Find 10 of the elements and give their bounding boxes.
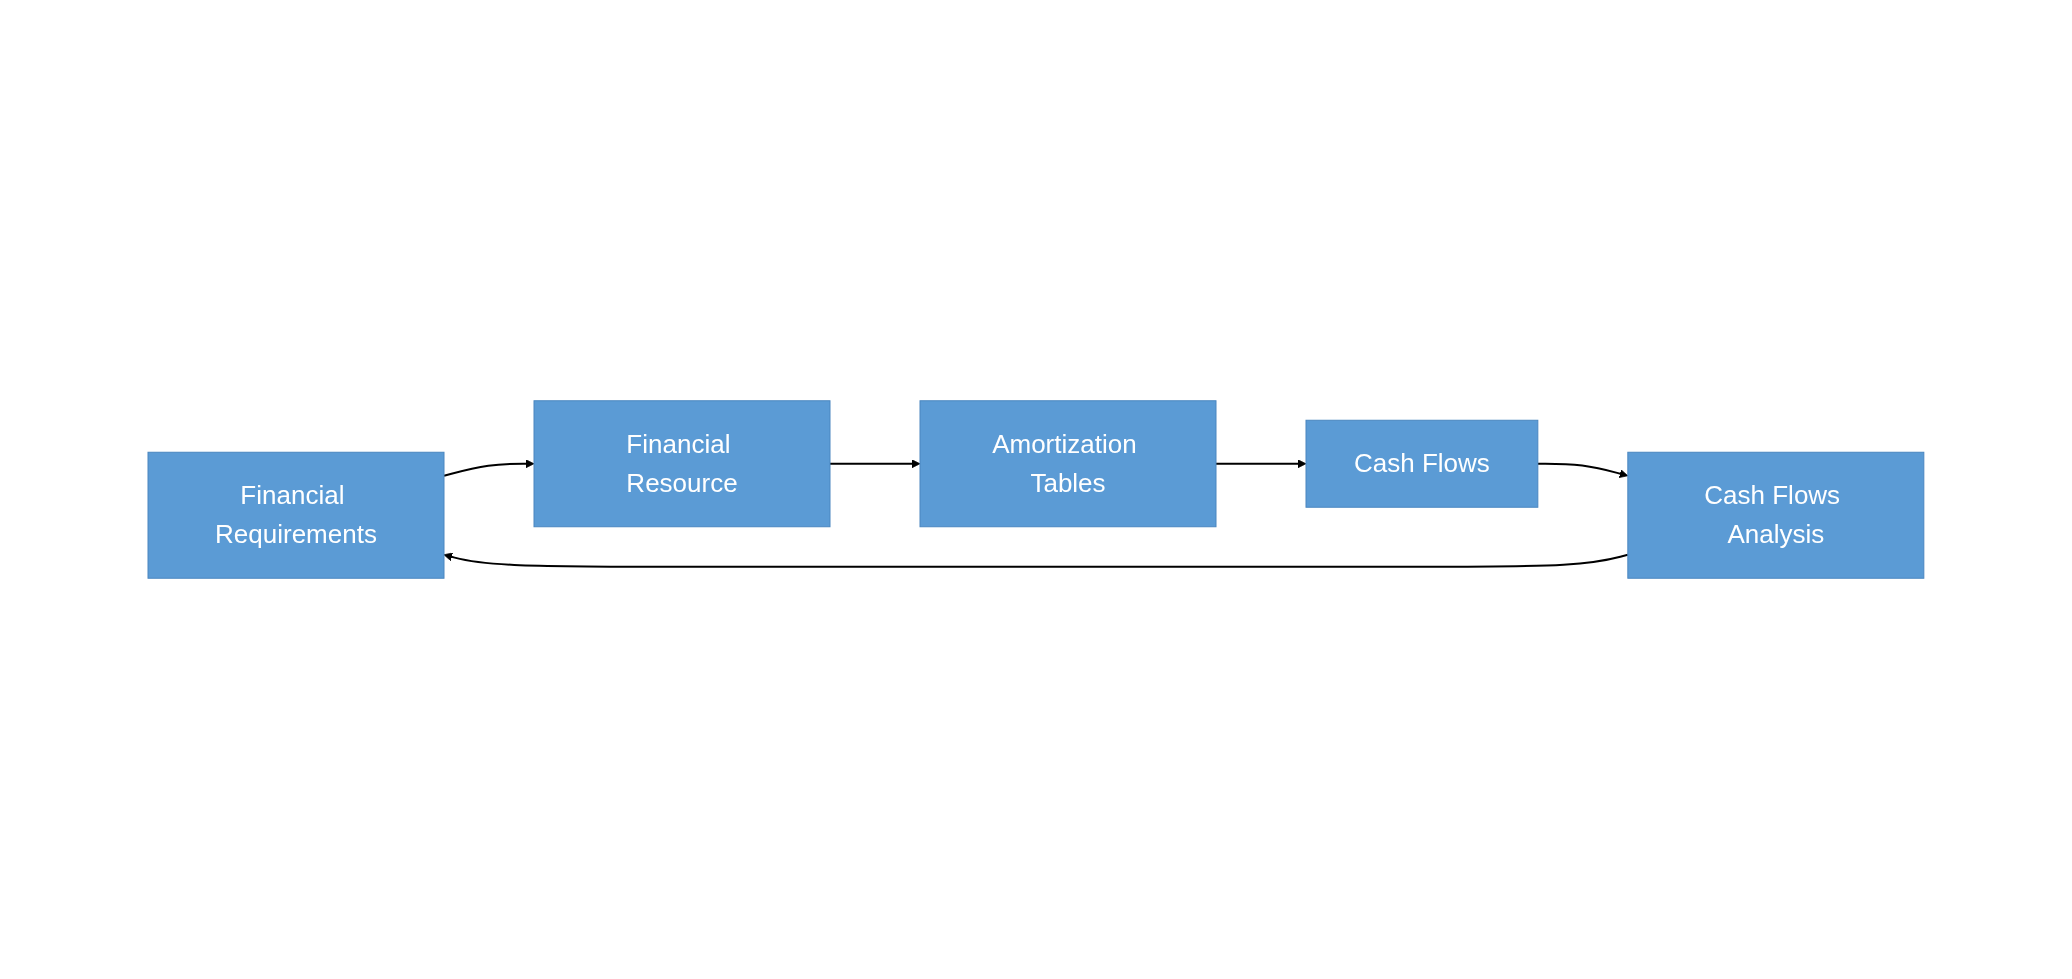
node-box: Financial Resource — [533, 400, 831, 528]
arrow — [829, 459, 921, 469]
arrow — [443, 552, 1629, 568]
arrow — [1215, 459, 1307, 469]
node-box: Cash Flows Analysis — [1627, 451, 1925, 579]
node-box: Cash Flows — [1305, 419, 1539, 508]
node-box: Financial Requirements — [147, 451, 445, 579]
node-box: Amortization Tables — [919, 400, 1217, 528]
arrow — [1536, 462, 1629, 478]
arrow — [443, 459, 535, 477]
